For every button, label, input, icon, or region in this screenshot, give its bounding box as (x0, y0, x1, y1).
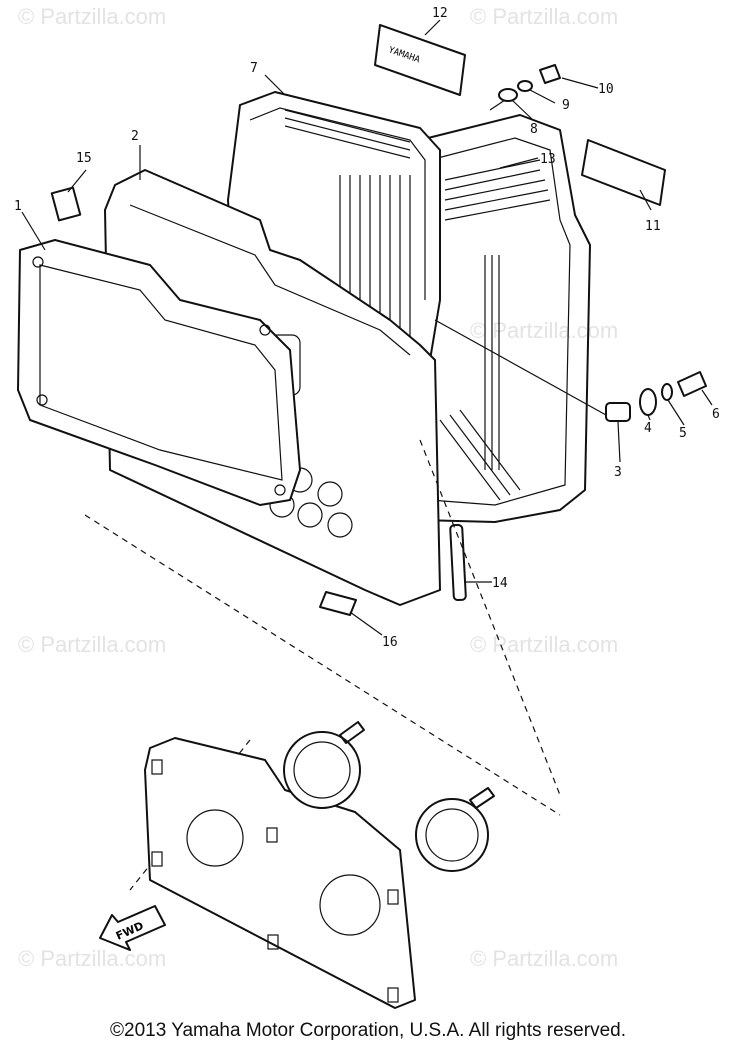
watermark: © Partzilla.com (470, 946, 619, 971)
watermark: © Partzilla.com (470, 632, 619, 657)
part-16 (319, 591, 357, 616)
watermark: © Partzilla.com (470, 318, 619, 343)
flange-plate (144, 721, 495, 1009)
callout-12: 12 (432, 6, 448, 21)
watermark: © Partzilla.com (18, 632, 167, 657)
part-14-seal (449, 523, 467, 602)
fasteners-3-4-5-6 (434, 319, 707, 422)
svg-text:YAMAHA: YAMAHA (387, 45, 422, 65)
watermark: © Partzilla.com (470, 4, 619, 29)
watermark: © Partzilla.com (18, 946, 167, 971)
callout-11: 11 (645, 219, 661, 234)
callouts: 1 2 3 4 5 6 7 8 9 10 11 12 13 14 15 16 (14, 6, 720, 650)
alignment-lines (84, 439, 561, 891)
callout-8: 8 (530, 122, 538, 137)
part-12-plate: YAMAHA (374, 24, 466, 96)
part-1-gasket (17, 239, 301, 506)
callout-14: 14 (492, 576, 508, 591)
callout-13: 13 (540, 152, 556, 167)
callout-15: 15 (76, 151, 92, 166)
callout-10: 10 (598, 82, 614, 97)
callout-9: 9 (562, 98, 570, 113)
fwd-arrow: FWD (99, 905, 166, 951)
part-11-plate (581, 139, 666, 206)
callout-2: 2 (131, 129, 139, 144)
leader-lines (21, 19, 713, 636)
copyright-notice: ©2013 Yamaha Motor Corporation, U.S.A. A… (110, 1020, 626, 1041)
fasteners-8-9-10 (489, 64, 561, 111)
callout-7: 7 (250, 61, 258, 76)
callout-4: 4 (644, 421, 652, 436)
callout-6: 6 (712, 407, 720, 422)
part-15 (50, 186, 82, 222)
callout-16: 16 (382, 635, 398, 650)
watermark: © Partzilla.com (18, 4, 167, 29)
callout-3: 3 (614, 465, 622, 480)
callout-1: 1 (14, 199, 22, 214)
callout-5: 5 (679, 426, 687, 441)
